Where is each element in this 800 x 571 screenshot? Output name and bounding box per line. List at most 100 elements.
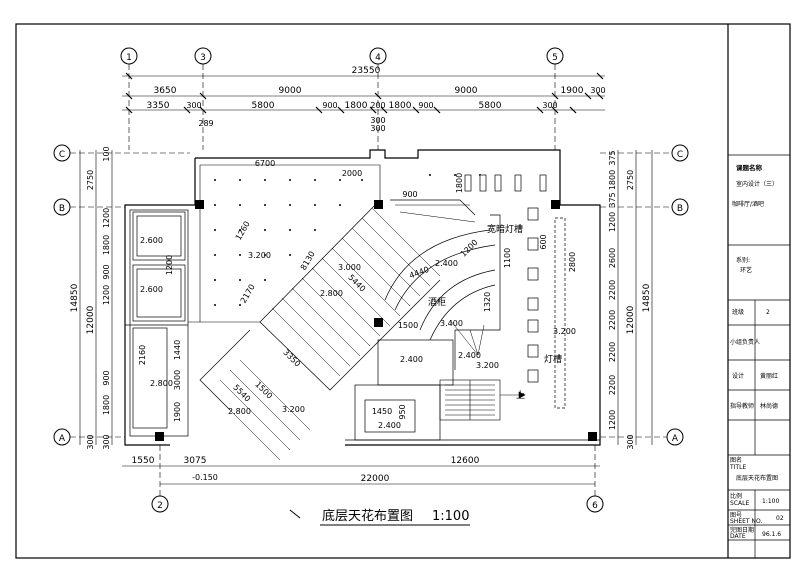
stairs	[439, 379, 526, 421]
dim-bottom-3: 12600	[451, 456, 480, 466]
tb-date-label-en: DATE	[730, 533, 746, 540]
dim-left-mid-1: 2750	[86, 170, 95, 190]
dim-row3-9: 5800	[479, 101, 502, 111]
grid-label-4: 4	[375, 53, 381, 63]
dim-top-2: 9000	[279, 86, 302, 96]
tb-class-label: 班级	[732, 308, 744, 316]
tb-system-value: 环艺	[740, 266, 752, 274]
label-bar-cabinet: 酒柜	[428, 296, 446, 308]
tb-date-value: 96.1.6	[762, 531, 781, 538]
grid-label-1: 1	[126, 53, 132, 63]
tb-title-label-en: TITLE	[729, 464, 746, 471]
dim-inner-600: 600	[539, 234, 548, 249]
dim-inner-1320: 1320	[483, 292, 492, 312]
dim-inner-1500-b: 1500	[253, 380, 274, 401]
tb-design-label: 设计	[732, 372, 744, 380]
level-bottom: -0.150	[192, 473, 218, 482]
dim-left-s4: 900	[102, 264, 111, 279]
tb-course-value: 室内设计（三）	[736, 180, 778, 188]
dim-inner-2170: 2170	[239, 283, 257, 305]
hall-ceiling	[188, 164, 381, 323]
tb-system-label: 系别:	[736, 256, 750, 264]
dim-inner-5540: 5540	[231, 383, 252, 404]
light-troughs	[464, 174, 566, 409]
sheet-border	[15, 23, 791, 559]
dim-right-s4: 1200	[608, 212, 617, 232]
tb-design-value: 黄丽红	[760, 372, 778, 380]
dim-right-mid-3: 300	[626, 434, 635, 449]
grid-bubbles-side	[53, 144, 689, 446]
dim-inner-1800: 1800	[455, 173, 464, 193]
level-mark: 2.800	[320, 289, 343, 298]
dim-row3-8: 900	[418, 101, 433, 110]
dim-bottom-2: 3075	[184, 456, 207, 466]
dim-left-s6: 900	[102, 370, 111, 385]
dim-left-s3: 1800	[102, 235, 111, 255]
grid-label-a-left: A	[59, 434, 66, 444]
dim-row3-5: 1800	[345, 101, 368, 111]
dim-right-s6: 2200	[608, 280, 617, 300]
grid-label-b-left: B	[59, 204, 65, 214]
top-dimension-lines	[122, 72, 605, 114]
dim-right-mid-1: 2750	[626, 170, 635, 190]
label-hidden-light-trough: 宽暗灯槽	[487, 223, 523, 235]
dim-inner-950: 950	[398, 404, 407, 419]
tb-scale-label-en: SCALE	[730, 500, 749, 507]
tb-date-label: 完图日期	[730, 526, 754, 534]
dim-inner-1100: 1100	[503, 248, 512, 268]
dim-inner-3350: 3350	[281, 348, 302, 369]
left-rooms	[125, 211, 188, 429]
tb-advisor-label: 指导教师	[730, 402, 754, 410]
dim-inner-1440: 1440	[173, 340, 182, 360]
grid-bubble-6	[586, 495, 604, 513]
dim-top-5: 300	[590, 86, 605, 95]
level-mark: 3.200	[553, 327, 576, 336]
dim-top-1: 3650	[154, 86, 177, 96]
dim-row3-3: 5800	[252, 101, 275, 111]
label-stairs-up: 上	[516, 390, 525, 401]
title-block-grid	[728, 154, 790, 558]
dim-right-s10: 1200	[608, 410, 617, 430]
dim-row3-7: 1800	[389, 101, 412, 111]
dim-right-s7: 2200	[608, 310, 617, 330]
dim-right-s9: 2200	[608, 375, 617, 395]
dim-inner-1200b: 1200	[165, 255, 174, 275]
dim-left-s5: 1200	[102, 285, 111, 305]
dim-inner-8130: 8130	[299, 250, 317, 272]
level-mark: 3.200	[248, 251, 271, 260]
dim-left-outer: 14850	[70, 283, 80, 312]
level-mark: 2.800	[228, 407, 251, 416]
drawing-title-block: 底层天花布置图 1:100	[289, 508, 470, 526]
bottom-dimension-lines	[122, 445, 600, 496]
grid-label-c-left: C	[59, 150, 65, 160]
level-mark: 3.200	[476, 361, 499, 370]
downlight-dots	[214, 174, 481, 306]
building-walls	[124, 149, 601, 446]
dim-right-s8: 2200	[608, 342, 617, 362]
dim-inner-2800: 2800	[568, 252, 577, 272]
grid-bubbles-top	[120, 47, 564, 65]
dim-top-3: 9000	[455, 86, 478, 96]
dim-inner-3000: 3000	[173, 370, 182, 390]
level-mark: 3.200	[282, 405, 305, 414]
tb-group-label: 小组负责人	[730, 338, 760, 346]
tb-title-label: 图名	[730, 456, 742, 464]
tb-advisor-value: 林尚德	[760, 402, 778, 410]
ramp-hatch	[209, 204, 476, 461]
grid-label-3: 3	[200, 53, 206, 63]
tb-scale-label: 比例	[730, 492, 742, 500]
grid-bubbles-bottom	[151, 495, 604, 513]
level-mark: 2.600	[140, 236, 163, 245]
grid-lines-side	[70, 152, 672, 438]
grid-bubble-2	[151, 495, 169, 513]
drawing-scale: 1:100	[432, 509, 469, 524]
level-mark: 2.600	[140, 285, 163, 294]
right-dimension-lines	[617, 150, 653, 445]
dim-inner-2160: 2160	[138, 345, 147, 365]
dim-row3-6: 200	[370, 101, 385, 110]
dim-row3-10: 300	[542, 101, 557, 110]
dim-row3-11: 300	[370, 116, 385, 125]
dim-right-s2: 1800	[608, 170, 617, 190]
diagonal-ramp	[199, 199, 476, 411]
grid-label-2: 2	[157, 501, 163, 511]
